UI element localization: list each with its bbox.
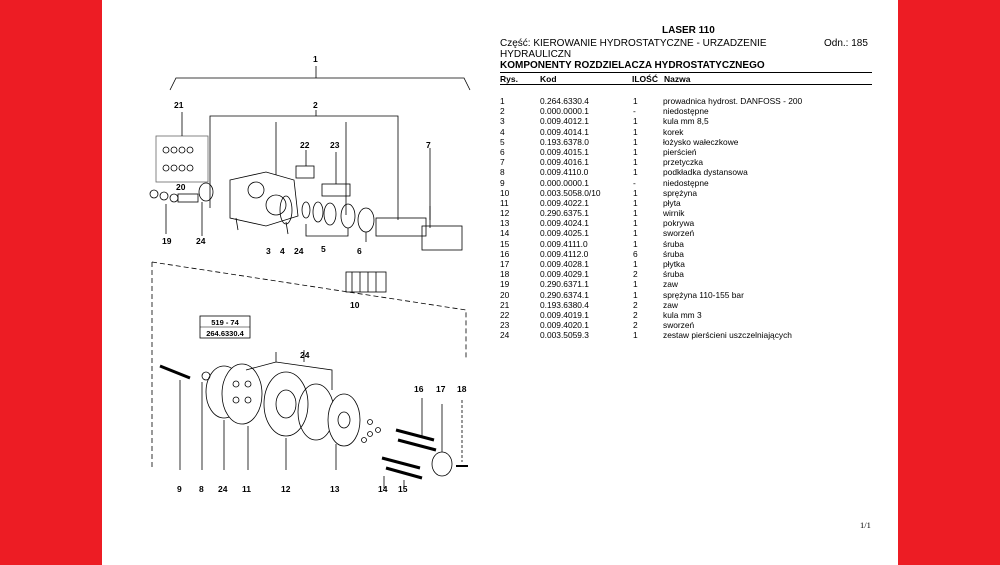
callout: 10 [350, 300, 360, 310]
callout: 14 [378, 484, 388, 494]
callout: 9 [177, 484, 182, 494]
header-rule-top [500, 72, 872, 73]
callout: 11 [242, 484, 251, 494]
callout: 18 [457, 384, 467, 394]
callout: 20 [176, 182, 186, 192]
callout: 7 [426, 140, 431, 150]
callout: 17 [436, 384, 446, 394]
callout: 1 [313, 54, 318, 64]
callout: 6 [357, 246, 362, 256]
callout: 24 [294, 246, 304, 256]
callout: 21 [174, 100, 184, 110]
callout: 19 [162, 236, 172, 246]
callout: 15 [398, 484, 408, 494]
boxed-label-bottom: 264.6330.4 [206, 329, 244, 338]
callout: 4 [280, 246, 285, 256]
col-header-ilosc: ILOŚĆ [632, 74, 658, 84]
section-title: KOMPONENTY ROZDZIELACZA HYDROSTATYCZNEGO [500, 60, 765, 71]
col-header-rys: Rys. [500, 74, 518, 84]
callout: 22 [300, 140, 310, 150]
reference-number: Odn.: 185 [824, 38, 868, 49]
callout: 23 [330, 140, 340, 150]
callout: 24 [300, 350, 310, 360]
callout: 12 [281, 484, 291, 494]
callout: 24 [218, 484, 228, 494]
part-group: Część: KIEROWANIE HYDROSTATYCZNE - URZAD… [500, 38, 767, 60]
callout: 24 [196, 236, 206, 246]
callout: 16 [414, 384, 424, 394]
callout: 2 [313, 100, 318, 110]
col-header-kod: Kod [540, 74, 557, 84]
page-number: 1/1 [860, 520, 871, 530]
callout: 5 [321, 244, 326, 254]
boxed-label-top: 519 - 74 [211, 318, 239, 327]
model-title: LASER 110 [662, 25, 715, 36]
callout: 3 [266, 246, 271, 256]
col-header-nazwa: Nazwa [664, 74, 691, 84]
header-rule-bottom [500, 84, 872, 85]
document-page: 519 - 74 264.6330.4 1 2 21 20 19 24 22 2… [102, 0, 898, 565]
callout: 13 [330, 484, 340, 494]
callout: 8 [199, 484, 204, 494]
exploded-parts-drawing: 519 - 74 264.6330.4 1 2 21 20 19 24 22 2… [149, 54, 471, 494]
